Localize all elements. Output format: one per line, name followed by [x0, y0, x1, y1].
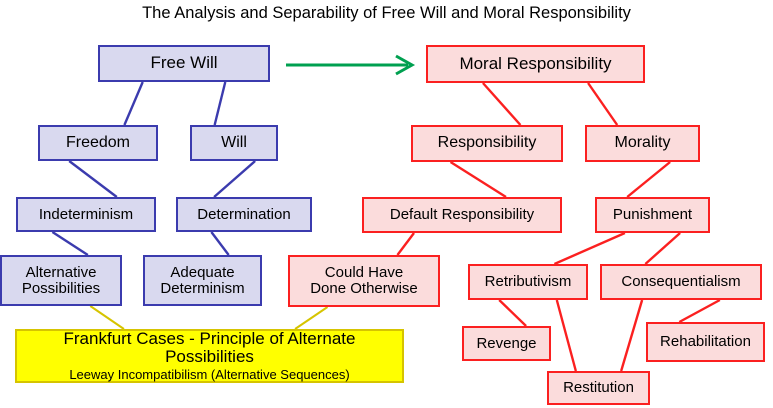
edge-punishment-to-retributivism — [553, 231, 626, 266]
node-moral-responsibility-label: Moral Responsibility — [459, 53, 612, 73]
node-retributivism[interactable]: Retributivism — [468, 264, 588, 300]
edge-morality-to-punishment — [626, 161, 671, 198]
page-title: The Analysis and Separability of Free Wi… — [142, 4, 631, 22]
node-restitution-label: Restitution — [563, 379, 634, 397]
node-freedom[interactable]: Freedom — [38, 125, 158, 161]
node-will-label: Will — [221, 133, 247, 151]
node-adequate-determinism-label: Adequate Determinism — [160, 263, 245, 297]
node-indeterminism-label: Indeterminism — [38, 205, 134, 223]
node-freedom-label: Freedom — [65, 133, 131, 151]
edge-free-will-to-freedom — [123, 81, 144, 126]
edge-free-will-to-will — [213, 81, 227, 126]
node-determination-label: Determination — [197, 205, 291, 223]
edge-retributivism-to-revenge — [498, 299, 527, 327]
node-responsibility[interactable]: Responsibility — [411, 125, 563, 162]
edge-punishment-to-consequentialism — [644, 232, 681, 265]
node-will[interactable]: Will — [190, 125, 278, 161]
edge-moral-responsibility-to-responsibility — [482, 82, 522, 126]
node-restitution[interactable]: Restitution — [547, 371, 650, 405]
edge-default-responsibility-to-could-have-done-otherwise — [396, 232, 415, 256]
node-responsibility-label: Responsibility — [437, 134, 537, 152]
edge-alternative-possibilities-to-frankfurt-cases — [89, 305, 125, 330]
node-rehabilitation-label: Rehabilitation — [660, 333, 751, 351]
edge-will-to-determination — [213, 160, 256, 198]
edge-freedom-to-indeterminism — [68, 160, 118, 198]
node-default-responsibility[interactable]: Default Responsibility — [362, 197, 562, 233]
node-default-responsibility-label: Default Responsibility — [389, 206, 535, 224]
node-consequentialism[interactable]: Consequentialism — [600, 264, 762, 300]
edge-indeterminism-to-alternative-possibilities — [51, 230, 89, 257]
node-frankfurt-cases-label: Frankfurt Cases - Principle of Alternate… — [63, 329, 356, 367]
node-determination[interactable]: Determination — [176, 197, 312, 232]
node-moral-responsibility[interactable]: Moral Responsibility — [426, 45, 645, 83]
node-consequentialism-label: Consequentialism — [621, 273, 741, 291]
node-morality-label: Morality — [614, 134, 671, 152]
node-free-will[interactable]: Free Will — [98, 45, 270, 82]
edge-responsibility-to-default-responsibility — [449, 160, 507, 199]
node-could-have-done-otherwise[interactable]: Could Have Done Otherwise — [288, 255, 440, 307]
node-alternative-possibilities[interactable]: Alternative Possibilities — [0, 255, 122, 306]
node-could-have-done-otherwise-label: Could Have Done Otherwise — [310, 264, 418, 297]
node-free-will-label: Free Will — [150, 53, 218, 73]
node-morality[interactable]: Morality — [585, 125, 700, 162]
node-adequate-determinism[interactable]: Adequate Determinism — [143, 255, 262, 306]
edge-could-have-done-otherwise-to-frankfurt-cases — [294, 306, 329, 330]
node-frankfurt-cases-sublabel: Leeway Incompatibilism (Alternative Sequ… — [69, 367, 350, 383]
node-alternative-possibilities-label: Alternative Possibilities — [21, 263, 101, 297]
node-frankfurt-cases[interactable]: Frankfurt Cases - Principle of Alternate… — [15, 329, 404, 383]
edge-retributivism-to-restitution — [555, 299, 577, 372]
edge-determination-to-adequate-determinism — [210, 231, 230, 256]
edge-consequentialism-to-restitution — [620, 299, 644, 372]
node-punishment[interactable]: Punishment — [595, 197, 710, 233]
node-revenge[interactable]: Revenge — [462, 326, 551, 361]
edge-consequentialism-to-rehabilitation — [678, 298, 721, 324]
node-punishment-label: Punishment — [612, 206, 693, 224]
node-indeterminism[interactable]: Indeterminism — [16, 197, 156, 232]
node-revenge-label: Revenge — [476, 334, 537, 352]
edge-moral-responsibility-to-morality — [587, 82, 619, 126]
node-rehabilitation[interactable]: Rehabilitation — [646, 322, 765, 362]
node-retributivism-label: Retributivism — [484, 273, 572, 291]
implication-arrow-head-icon — [395, 54, 416, 76]
